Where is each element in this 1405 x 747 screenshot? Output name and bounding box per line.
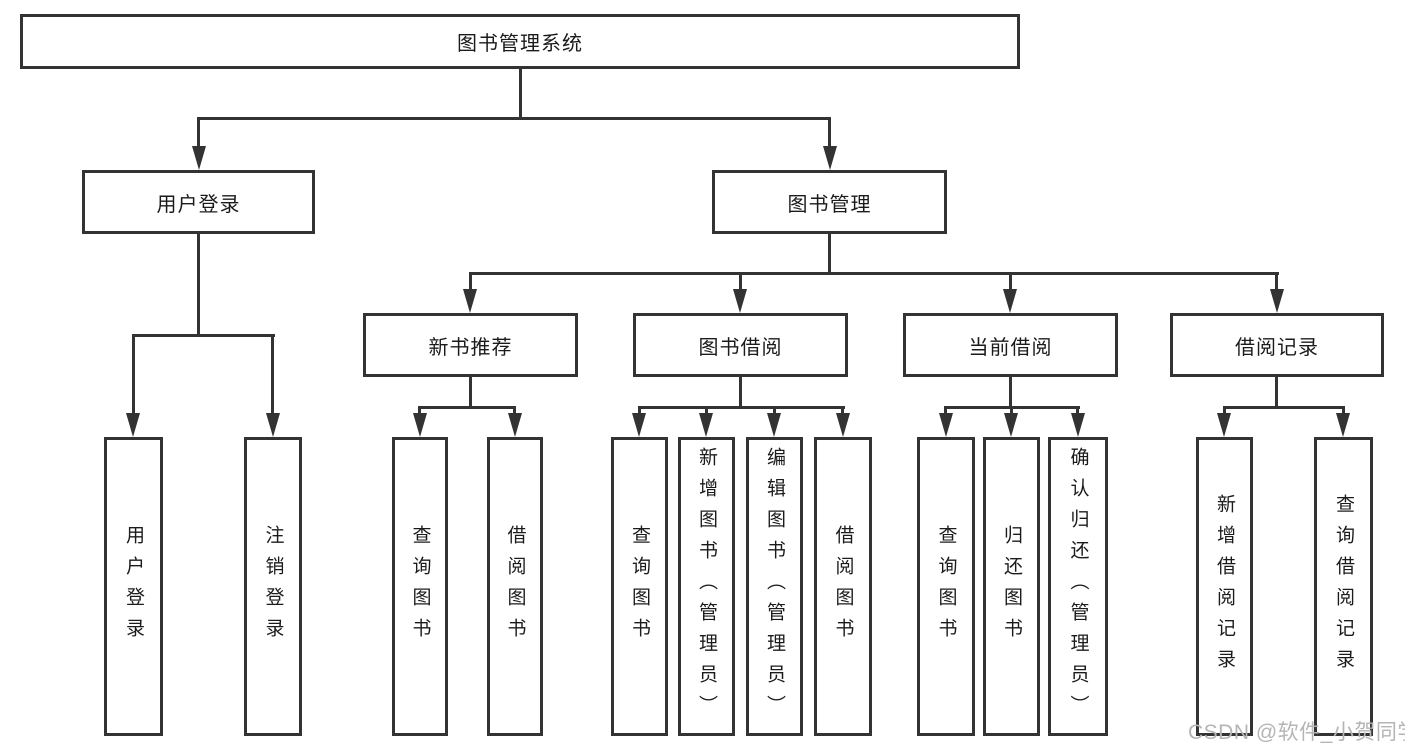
node-root-label: 图书管理系统	[457, 33, 583, 55]
connector-leaf-drop	[513, 406, 516, 418]
node-current-borrow: 当前借阅	[903, 313, 1118, 377]
node-user-login-label: 用户登录	[156, 193, 241, 216]
leaf-current-query-book: 查询图书	[917, 437, 975, 736]
arrow-down-icon	[699, 413, 713, 437]
leaf-user-login: 用户登录	[104, 437, 163, 736]
arrow-down-icon	[632, 413, 646, 437]
node-book-management: 图书管理	[712, 170, 947, 234]
leaf-borrow-edit-book-admin-label: 编辑图书（管理员）	[764, 447, 785, 726]
leaf-logout: 注销登录	[244, 437, 302, 736]
arrow-down-icon	[192, 146, 206, 170]
leaf-records-add-record-label: 新增借阅记录	[1214, 493, 1235, 680]
arrow-down-icon	[1004, 413, 1018, 437]
leaf-borrow-borrow-book-label: 借阅图书	[832, 524, 854, 649]
leaf-borrow-borrow-book: 借阅图书	[814, 437, 872, 736]
connector-leaf-drop	[1076, 406, 1079, 418]
leaf-current-return-book-label: 归还图书	[1001, 524, 1022, 649]
connector-book-mgmt-vline	[828, 234, 831, 274]
leaf-newbook-borrow-book-label: 借阅图书	[504, 524, 526, 649]
arrow-down-icon	[1217, 413, 1231, 437]
leaf-borrow-query-book: 查询图书	[611, 437, 668, 736]
connector-leaf-drop	[1342, 406, 1345, 418]
arrow-down-icon	[733, 289, 747, 313]
node-root: 图书管理系统	[20, 14, 1020, 69]
connector-new-book-hline	[418, 406, 516, 409]
arrow-down-icon	[1003, 289, 1017, 313]
node-book-borrow-label: 图书借阅	[698, 336, 783, 359]
connector-book-mgmt-hline	[469, 272, 1279, 275]
arrow-down-icon	[413, 413, 427, 437]
arrow-down-icon	[767, 413, 781, 437]
connector-current-borrow-vline	[1009, 377, 1012, 409]
arrow-down-icon	[1071, 413, 1085, 437]
leaf-current-confirm-return-admin: 确认归还（管理员）	[1048, 437, 1108, 736]
connector-leaf-drop	[944, 406, 947, 418]
node-new-book-recommend: 新书推荐	[363, 313, 578, 377]
node-new-book-recommend-label: 新书推荐	[428, 336, 513, 359]
arrow-down-icon	[836, 413, 850, 437]
connector-l3-drop	[469, 272, 472, 295]
connector-leaf-drop	[1223, 406, 1226, 418]
node-borrow-records-label: 借阅记录	[1235, 336, 1319, 359]
leaf-borrow-query-book-label: 查询图书	[629, 524, 650, 649]
node-book-borrow: 图书借阅	[633, 313, 848, 377]
connector-book-borrow-vline	[739, 377, 742, 409]
leaf-records-query-record-label: 查询借阅记录	[1333, 493, 1354, 680]
connector-book-borrow-hline	[638, 406, 845, 409]
csdn-watermark: CSDN @软件_小贺同学	[1188, 721, 1405, 744]
connector-user-login-drop	[197, 117, 200, 152]
leaf-newbook-borrow-book: 借阅图书	[487, 437, 543, 736]
leaf-records-query-record: 查询借阅记录	[1314, 437, 1373, 736]
leaf-logout-label: 注销登录	[262, 524, 284, 649]
leaf-borrow-add-book-admin-label: 新增图书（管理员）	[696, 447, 717, 726]
connector-user-login-hline	[132, 334, 275, 337]
arrow-down-icon	[1336, 413, 1350, 437]
arrow-down-icon	[266, 413, 280, 437]
connector-leaf-drop	[638, 406, 641, 418]
arrow-down-icon	[508, 413, 522, 437]
arrow-down-icon	[126, 413, 140, 437]
connector-borrow-records-hline	[1223, 406, 1345, 409]
leaf-newbook-query-book: 查询图书	[392, 437, 448, 736]
connector-new-book-vline	[469, 377, 472, 409]
connector-l3-drop	[1275, 272, 1278, 295]
connector-leaf-drop	[132, 334, 135, 418]
leaf-newbook-query-book-label: 查询图书	[409, 524, 431, 649]
connector-leaf-drop	[773, 406, 776, 418]
connector-leaf-drop	[705, 406, 708, 418]
connector-l3-drop	[1009, 272, 1012, 295]
connector-root-vline	[519, 68, 522, 119]
leaf-borrow-edit-book-admin: 编辑图书（管理员）	[746, 437, 803, 736]
arrow-down-icon	[1270, 289, 1284, 313]
connector-leaf-drop	[841, 406, 844, 418]
connector-leaf-drop	[418, 406, 421, 418]
arrow-down-icon	[939, 413, 953, 437]
node-user-login: 用户登录	[82, 170, 315, 234]
connector-root-hline	[197, 117, 831, 120]
connector-user-login-vline	[197, 234, 200, 337]
leaf-current-query-book-label: 查询图书	[935, 524, 957, 649]
connector-book-mgmt-drop	[828, 117, 831, 152]
node-borrow-records: 借阅记录	[1170, 313, 1384, 377]
leaf-current-return-book: 归还图书	[983, 437, 1040, 736]
leaf-current-confirm-return-admin-label: 确认归还（管理员）	[1067, 447, 1089, 726]
leaf-user-login-label: 用户登录	[123, 524, 144, 649]
leaf-records-add-record: 新增借阅记录	[1196, 437, 1253, 736]
connector-leaf-drop	[271, 334, 274, 418]
arrow-down-icon	[823, 146, 837, 170]
leaf-borrow-add-book-admin: 新增图书（管理员）	[678, 437, 735, 736]
connector-l3-drop	[739, 272, 742, 295]
arrow-down-icon	[463, 289, 477, 313]
connector-leaf-drop	[1010, 406, 1013, 418]
connector-borrow-records-vline	[1275, 377, 1278, 409]
node-current-borrow-label: 当前借阅	[968, 336, 1053, 359]
node-book-management-label: 图书管理	[787, 193, 872, 216]
